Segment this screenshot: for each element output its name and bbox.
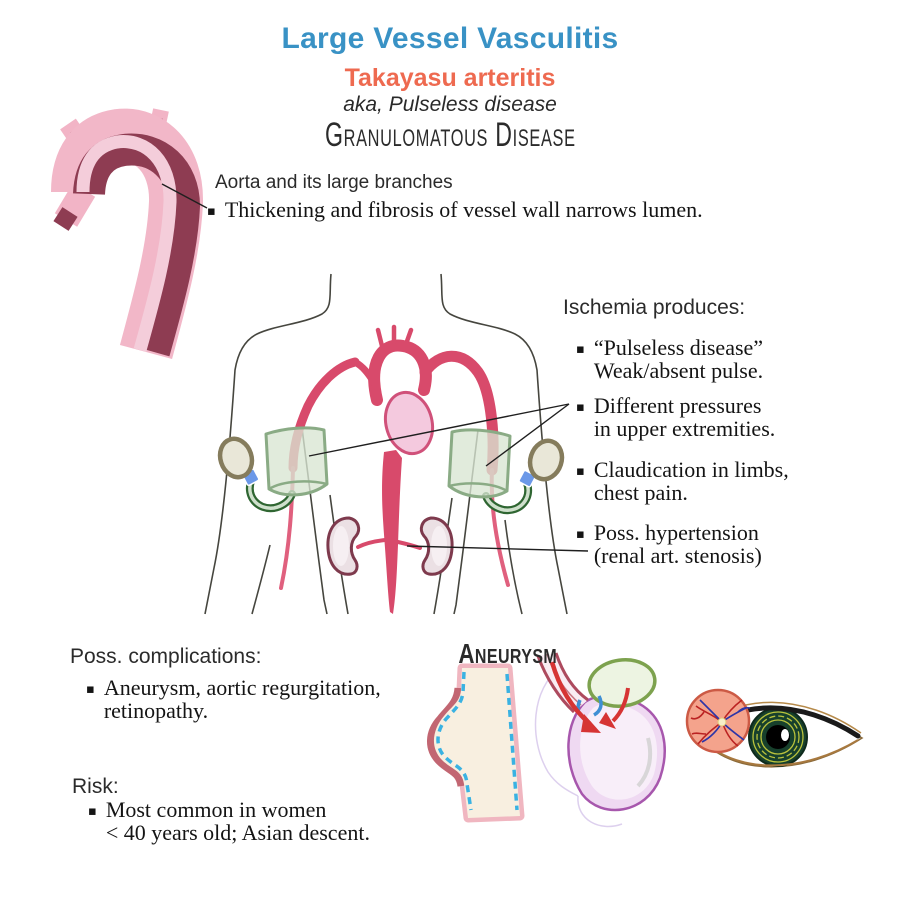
heart [383,390,435,456]
aorta-bullet: ▪ Thickening and fibrosis of vessel wall… [207,197,703,222]
ischemia-heading: Ischemia produces: [563,296,746,319]
aorta-heading: Aorta and its large branches [215,172,453,193]
bullet-square-icon: ▪ [576,464,585,479]
bp-cuff-right [447,428,565,515]
ischemia-bullet-hypertension: ▪ Poss. hypertension (renal art. stenosi… [576,520,762,569]
optic-disc [717,717,727,727]
cuff-connector-right [518,469,537,488]
aka-line: aka, Pulseless disease [343,93,557,116]
bullet-square-icon: ▪ [207,204,216,219]
ischemia-bullet-pulseless: ▪ “Pulseless disease” Weak/absent pulse. [576,335,764,384]
risk-bullet: ▪ Most common in women < 40 years old; A… [88,797,370,846]
pointer-aorta [161,183,208,209]
aneurysm-vessel-illustration [427,663,525,823]
kidneys [326,516,454,576]
regurgitation-heart-illustration [534,652,666,828]
ischemia-bullet-claudication: ▪ Claudication in limbs, chest pain. [576,457,789,506]
complications-heading: Poss. complications: [70,645,262,668]
bulb-left [217,436,255,480]
bulb-right [527,438,565,482]
ischemia-bullet-pressures: ▪ Different pressures in upper extremiti… [576,393,776,442]
classification-line: Granulomatous Disease [324,116,576,154]
pointer-kidney [406,545,589,552]
bullet-square-icon: ▪ [88,804,97,819]
subtitle-takayasu: Takayasu arteritis [344,64,556,92]
bullet-square-icon: ▪ [576,400,585,415]
page-title: Large Vessel Vasculitis [281,22,619,55]
aortic-arch-illustration [51,108,203,360]
eye-illustration [685,688,864,768]
bullet-square-icon: ▪ [86,682,95,697]
regurgitation-arrows [549,661,630,733]
bp-cuff-left [217,426,329,513]
aneurysm-label: Aneurysm [458,638,558,669]
complications-bullet: ▪ Aneurysm, aortic regurgitation, retino… [86,675,381,724]
torso-illustration [204,273,568,615]
bullet-square-icon: ▪ [576,342,585,357]
bullet-square-icon: ▪ [576,527,585,542]
risk-heading: Risk: [72,775,119,798]
pointer-cuff-left [308,403,570,457]
torso-outline [204,273,568,615]
retina-fundus [685,688,751,754]
pointer-cuff-right [485,403,570,467]
